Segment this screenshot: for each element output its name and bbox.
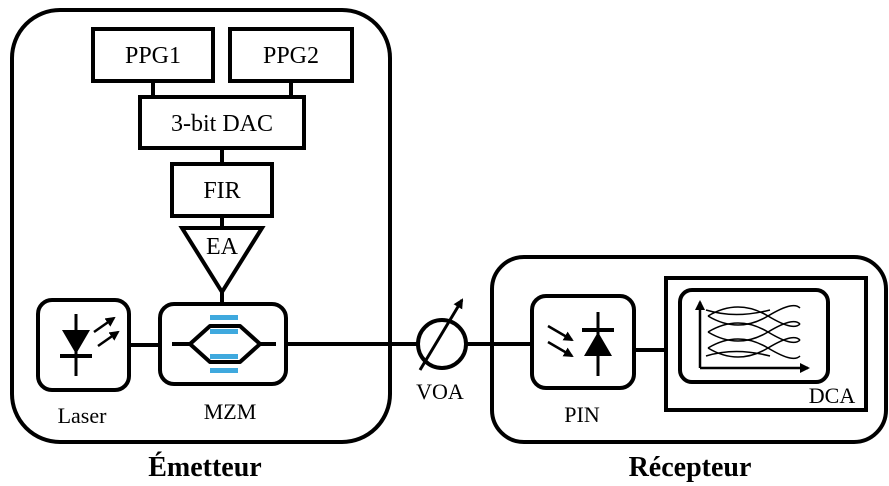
receiver-enclosure	[490, 255, 888, 444]
photodiode-icon	[547, 312, 614, 376]
laser-label: Laser	[58, 403, 108, 428]
transmitter-title: Émetteur	[148, 452, 262, 483]
fir-block: FIR	[170, 162, 274, 218]
receiver-title: Récepteur	[629, 452, 752, 483]
ea-label: EA	[206, 234, 239, 260]
voa-arrow-icon	[418, 298, 464, 371]
dca-analyzer: DCA	[664, 276, 868, 412]
ppg1-label: PPG1	[125, 43, 181, 69]
ppg2-label: PPG2	[263, 43, 319, 69]
dac-block: 3-bit DAC	[138, 95, 306, 150]
mzm-waveguide-icon	[172, 315, 276, 373]
ppg1-block: PPG1	[91, 27, 215, 83]
fir-label: FIR	[203, 178, 240, 204]
pin-photodiode: PIN	[530, 294, 636, 427]
eye-diagram-icon	[695, 300, 810, 373]
mzm-modulator: MZM	[158, 302, 288, 424]
dca-label: DCA	[809, 383, 856, 408]
ppg2-block: PPG2	[228, 27, 354, 83]
voa-label: VOA	[416, 379, 464, 404]
transmitter-enclosure	[10, 8, 392, 444]
voa-attenuator: VOA	[416, 298, 468, 404]
laser-source: Laser	[36, 298, 131, 428]
dac-label: 3-bit DAC	[171, 111, 273, 137]
pin-label: PIN	[564, 402, 600, 427]
ea-amplifier: EA	[178, 226, 266, 296]
mzm-label: MZM	[204, 399, 257, 424]
laser-diode-icon	[60, 314, 120, 376]
